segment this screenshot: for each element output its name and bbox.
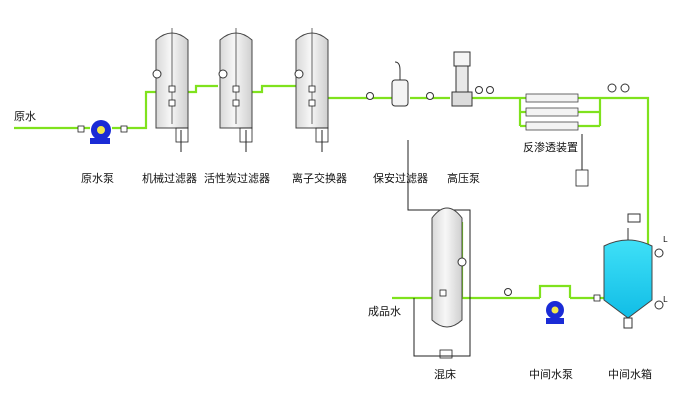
drain-lines [180,130,583,357]
vessel-ion-exchanger [294,28,329,143]
pipe-ro-to-tank [600,96,650,244]
intermediate-tank: L L [603,213,668,329]
vessel-mechanical-filter [152,28,189,143]
label-high-pressure-pump: 高压泵 [447,172,480,185]
pipe-pump-to-mech [112,90,156,130]
label-product-water: 成品水 [368,305,401,318]
pipe-pump-loop [538,284,572,298]
label-mixed-bed: 混床 [434,368,456,381]
label-raw-water-pump: 原水泵 [81,172,114,185]
label-ion-exchanger: 离子交换器 [292,172,347,185]
label-intermediate-tank: 中间水箱 [608,368,652,381]
raw-water-pump [77,120,128,144]
label-intermediate-pump: 中间水泵 [529,368,573,381]
pipe-carbon-to-ion [252,84,296,94]
high-pressure-pump [426,51,494,107]
ro-unit [525,83,630,187]
security-filter [366,61,409,107]
pipe-ro-right-manifold [578,96,602,128]
level-tag-top: L [663,235,668,244]
pipe-mech-to-carbon [188,84,218,94]
level-tag-bottom: L [663,295,668,304]
label-ro-unit: 反渗透装置 [523,141,578,154]
label-activated-carbon-filter: 活性炭过滤器 [204,172,270,185]
pipe-ro-left-manifold [518,96,526,128]
label-mechanical-filter: 机械过滤器 [142,172,197,185]
label-security-filter: 保安过滤器 [373,172,428,185]
label-raw-water-in: 原水 [14,110,36,123]
vessel-activated-carbon-filter [218,28,253,143]
intermediate-pump [504,288,601,324]
pipe-network [14,84,650,322]
mixed-bed [431,207,467,359]
